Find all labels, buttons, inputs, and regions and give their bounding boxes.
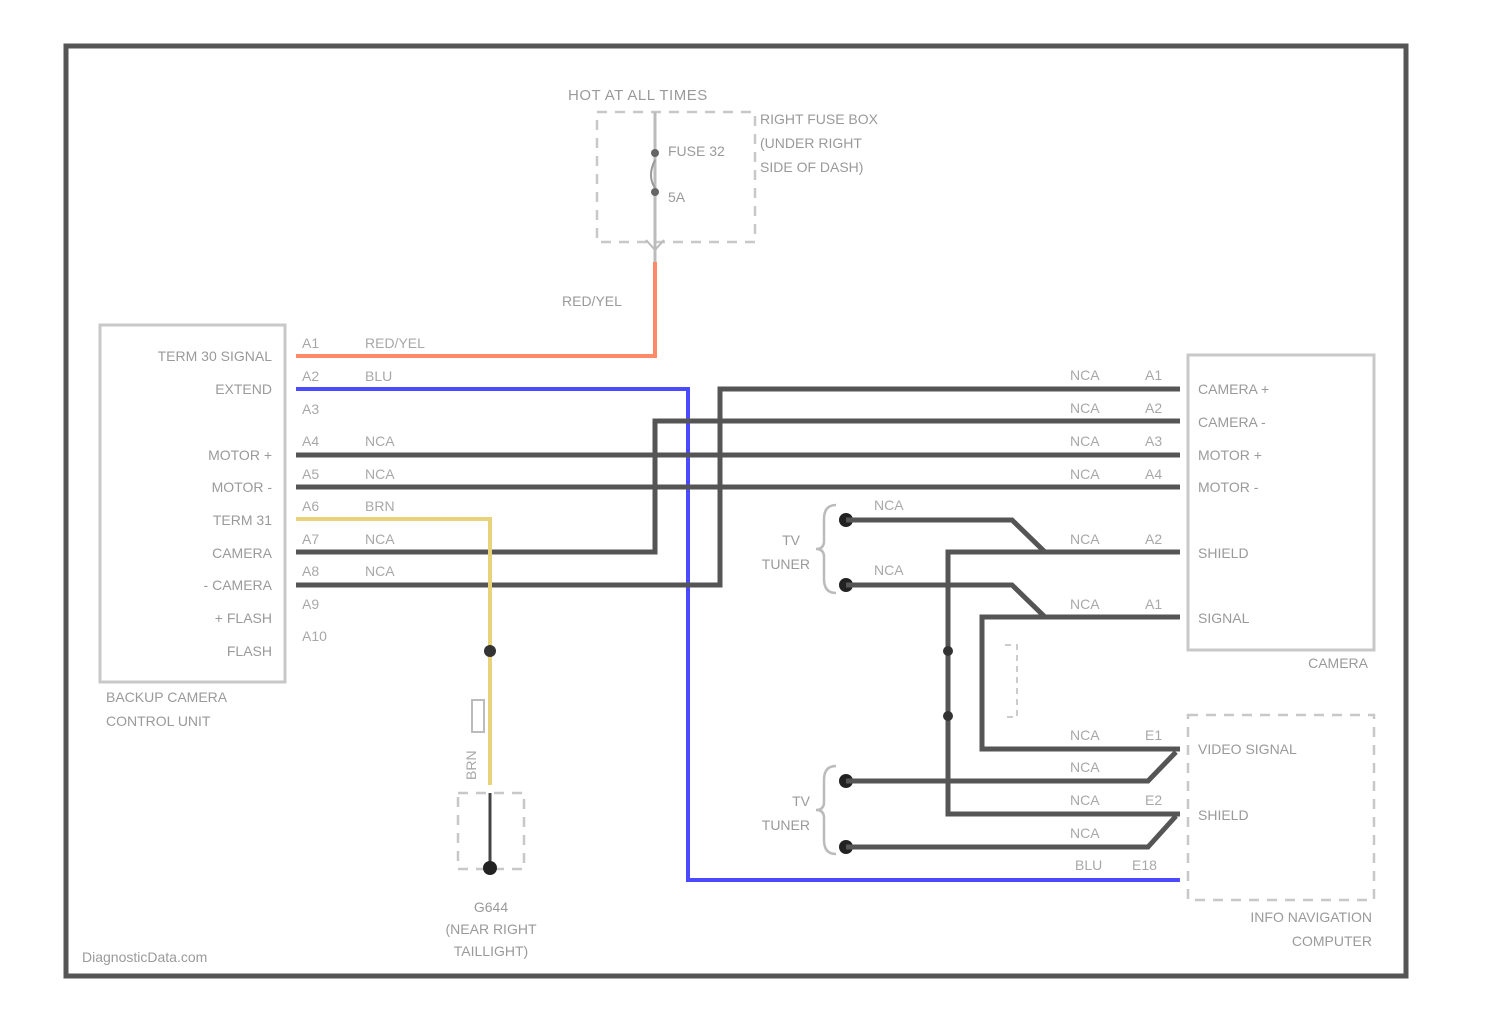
splice-shield-2 (943, 711, 953, 721)
watermark: DiagnosticData.com (82, 949, 207, 965)
cu-pin-a9: A9 (302, 596, 319, 612)
cam-wire-4: NCA (1070, 466, 1100, 482)
cu-pin-a5: A5 (302, 466, 319, 482)
cam-pin-5: A2 (1145, 531, 1162, 547)
tv-tuner-top-line1: TV (782, 532, 801, 548)
cam-wire-3: NCA (1070, 433, 1100, 449)
power-wire-label: RED/YEL (562, 293, 622, 309)
brown-splice (484, 645, 496, 657)
fuse-box-name-3: SIDE OF DASH) (760, 159, 863, 175)
cam-wire-2: NCA (1070, 400, 1100, 416)
info-label-e2: SHIELD (1198, 807, 1249, 823)
tv-tuner-top-brace (816, 505, 836, 593)
cu-wire-a5: NCA (365, 466, 395, 482)
wire-tuner-bottom-1 (846, 752, 1176, 781)
fuse-terminal-top (651, 149, 659, 157)
cu-label-a8: - CAMERA (204, 577, 273, 593)
cu-pin-a7: A7 (302, 531, 319, 547)
fuse-label: FUSE 32 (668, 143, 725, 159)
fuse-terminal-bottom (651, 188, 659, 196)
cu-label-a4: MOTOR + (208, 447, 272, 463)
cu-label-a10: FLASH (227, 643, 272, 659)
tv-tuner-bottom-line2: TUNER (762, 817, 810, 833)
cu-pin-a2: A2 (302, 368, 319, 384)
cam-wire-5: NCA (1070, 531, 1100, 547)
tv-tuner-top-wire2: NCA (874, 562, 904, 578)
fuse-box-name-1: RIGHT FUSE BOX (760, 111, 879, 127)
info-computer-name-1: INFO NAVIGATION (1250, 909, 1372, 925)
cu-pin-a10: A10 (302, 628, 327, 644)
control-unit-name-2: CONTROL UNIT (106, 713, 211, 729)
control-unit-box (100, 325, 285, 682)
cu-label-a7: CAMERA (212, 545, 273, 561)
info-computer-name-2: COMPUTER (1292, 933, 1372, 949)
cu-pin-a1: A1 (302, 335, 319, 351)
cu-label-a2: EXTEND (215, 381, 272, 397)
info-wire-2: NCA (1070, 759, 1100, 775)
power-source-label: HOT AT ALL TIMES (568, 87, 708, 104)
blue-wire (296, 389, 1180, 880)
ground-connector-icon (472, 700, 484, 732)
info-wire-3: NCA (1070, 792, 1100, 808)
cam-pin-1: A1 (1145, 367, 1162, 383)
ground-name-2: (NEAR RIGHT (446, 921, 537, 937)
wire-tuner-signal (846, 585, 1180, 617)
cam-wire-1: NCA (1070, 367, 1100, 383)
info-pin-e1: E1 (1145, 727, 1162, 743)
ground-wire-label: BRN (463, 750, 479, 780)
ground-terminal-icon (483, 861, 497, 875)
cam-pin-2: A2 (1145, 400, 1162, 416)
camera-name: CAMERA (1308, 655, 1369, 671)
cu-pin-a4: A4 (302, 433, 319, 449)
info-wire-4: NCA (1070, 825, 1100, 841)
cu-pin-a6: A6 (302, 498, 319, 514)
tv-tuner-top-line2: TUNER (762, 556, 810, 572)
camera-box (1188, 355, 1374, 650)
cam-pin-3: A3 (1145, 433, 1162, 449)
cam-label-3: MOTOR + (1198, 447, 1262, 463)
info-pin-e2: E2 (1145, 792, 1162, 808)
cam-label-2: CAMERA - (1198, 414, 1266, 430)
tv-tuner-bottom-brace (816, 766, 836, 854)
wire-tuner-shield (846, 520, 1180, 552)
fuse-rating: 5A (668, 189, 686, 205)
cu-wire-a1: RED/YEL (365, 335, 425, 351)
cu-wire-a6: BRN (365, 498, 395, 514)
info-wire-1: NCA (1070, 727, 1100, 743)
splice-shield-1 (943, 646, 953, 656)
ground-name-1: G644 (474, 899, 508, 915)
info-wire-5: BLU (1075, 857, 1102, 873)
cu-label-a1: TERM 30 SIGNAL (158, 348, 273, 364)
cu-label-a9: + FLASH (215, 610, 272, 626)
fuse-box-outline (597, 112, 755, 242)
cu-label-a5: MOTOR - (212, 479, 273, 495)
ground-name-3: TAILLIGHT) (454, 943, 528, 959)
cu-label-a6: TERM 31 (213, 512, 272, 528)
cam-pin-4: A4 (1145, 466, 1162, 482)
cu-pin-a8: A8 (302, 563, 319, 579)
cu-pin-a3: A3 (302, 401, 319, 417)
red-yel-wire (296, 262, 655, 356)
cu-wire-a8: NCA (365, 563, 395, 579)
diagram-frame (66, 46, 1406, 976)
fuse-box-name-2: (UNDER RIGHT (760, 135, 862, 151)
cam-label-4: MOTOR - (1198, 479, 1259, 495)
cam-label-5: SHIELD (1198, 545, 1249, 561)
cam-pin-6: A1 (1145, 596, 1162, 612)
wire-tuner-bottom-2 (846, 816, 1176, 847)
cu-wire-a4: NCA (365, 433, 395, 449)
brown-wire (296, 519, 490, 785)
cu-wire-a2: BLU (365, 368, 392, 384)
cu-wire-a7: NCA (365, 531, 395, 547)
cam-wire-6: NCA (1070, 596, 1100, 612)
info-label-e1: VIDEO SIGNAL (1198, 741, 1297, 757)
info-pin-e18: E18 (1132, 857, 1157, 873)
tv-tuner-bottom-line1: TV (792, 793, 811, 809)
cam-label-6: SIGNAL (1198, 610, 1250, 626)
tv-tuner-top-wire1: NCA (874, 497, 904, 513)
cam-label-1: CAMERA + (1198, 381, 1269, 397)
shield-bracket (1005, 645, 1017, 717)
control-unit-name-1: BACKUP CAMERA (106, 689, 228, 705)
